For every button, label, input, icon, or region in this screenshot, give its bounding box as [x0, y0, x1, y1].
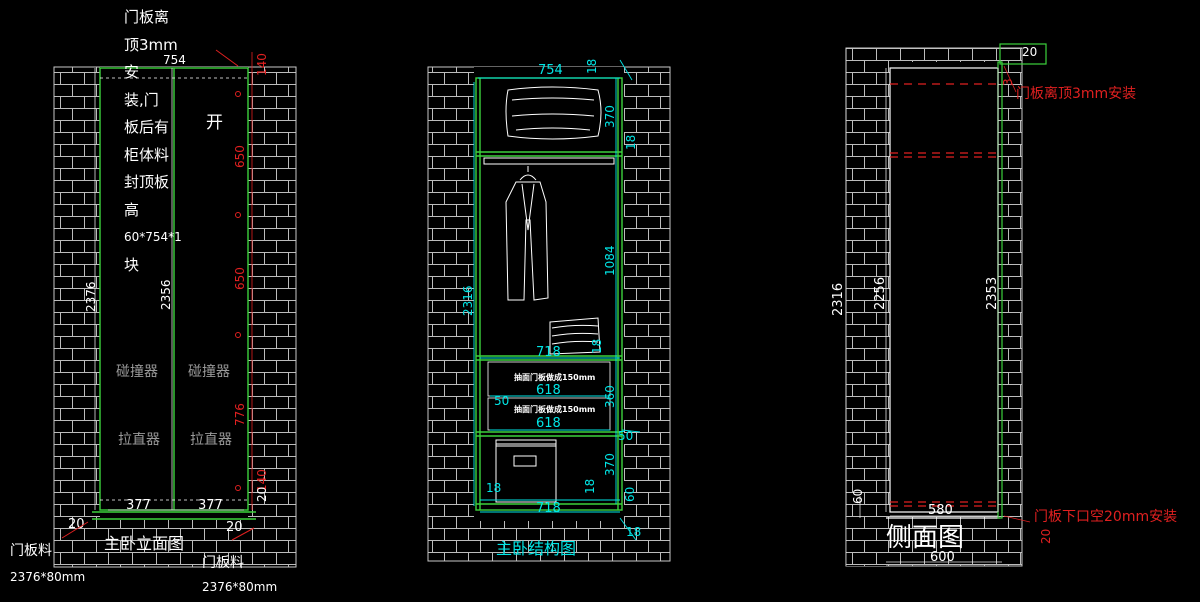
- front-dim-left-door: 377: [126, 498, 151, 513]
- side-dim-lines: [845, 48, 1031, 566]
- structure-dim-shelf-width: 718: [536, 345, 561, 360]
- front-dim-gap-left: 20: [68, 517, 85, 532]
- structure-drawer-note-2: 抽面门板做成150mm: [514, 404, 595, 414]
- front-dim-red-3: 650: [233, 267, 247, 290]
- side-dim-depth: 600: [930, 550, 955, 565]
- side-dim-inner-depth: 580: [928, 503, 953, 518]
- hanging-rod: [483, 157, 615, 165]
- structure-dim-hanging: 1084: [603, 245, 617, 276]
- side-red-shelves: [890, 83, 998, 507]
- structure-dim-total-height: 2316: [461, 285, 475, 316]
- front-door-material-left-2: 2376*80mm: [10, 570, 85, 584]
- structure-dim-bottom-width: 718: [536, 501, 561, 516]
- structure-dim-drawers-height: 360: [603, 385, 617, 408]
- front-dim-lines: [94, 52, 253, 511]
- front-view: 754 2376 2356 140 650 650 776 140 开 碰撞器 …: [10, 49, 297, 594]
- front-dim-gap-right: 20: [226, 520, 243, 535]
- front-door-material-left-1: 门板料: [10, 543, 52, 559]
- structure-dim-shelf-1: 18: [624, 135, 638, 150]
- front-hardware-bump-right: 碰撞器: [188, 364, 230, 380]
- side-wall: [845, 47, 1023, 567]
- structure-dim-shelf-2: 18: [590, 339, 604, 354]
- front-hardware-straight-left: 拉直器: [118, 431, 160, 448]
- front-open-label: 开: [206, 113, 223, 133]
- front-door-material-right-1: 门板料: [202, 555, 244, 571]
- storage-box-icon: [495, 439, 557, 503]
- structure-drawer-side-gap: 50: [494, 394, 509, 408]
- front-top-note-line-2: 顶3mm安: [124, 35, 178, 82]
- structure-drawer-note-1: 抽面门板做成150mm: [514, 372, 595, 382]
- front-hardware-bump-left: 碰撞器: [116, 364, 158, 380]
- side-dim-door-height: 2353: [985, 277, 1000, 310]
- front-dim-bottom-right: 20: [255, 487, 269, 502]
- hanging-coat-icon: [505, 166, 549, 301]
- structure-drawer-width-1: 618: [536, 383, 561, 398]
- front-top-note-line-1: 门板离: [124, 8, 170, 26]
- side-dim-bottom-gap: 20: [1039, 529, 1053, 544]
- front-dim-red-2: 650: [233, 145, 247, 168]
- front-dim-top-width: 754: [163, 53, 186, 67]
- structure-dim-upper-compartment: 370: [603, 105, 617, 128]
- side-note-top: 门板离顶3mm安装: [1016, 85, 1136, 102]
- front-dim-right-door: 377: [198, 498, 223, 513]
- side-view: 20 3 门板离顶3mm安装 2316 2256 2353 60 580 侧面图…: [831, 43, 1177, 567]
- folded-clothes-icon: [549, 317, 601, 355]
- structure-dim-top-width: 754: [538, 63, 563, 78]
- side-dim-small: 3: [1001, 78, 1015, 86]
- front-dim-door-height: 2356: [159, 279, 173, 310]
- structure-dim-base: 60: [623, 487, 637, 502]
- structure-dim-right-gap: 50: [618, 429, 633, 443]
- structure-dim-lines: [473, 59, 641, 541]
- structure-dim-bottom-panel: 18: [626, 525, 641, 539]
- front-top-note-line-6: 封顶板: [124, 173, 170, 191]
- storage-bag-icon: [505, 86, 602, 140]
- side-dim-inner-height: 2256: [873, 277, 888, 310]
- structure-dim-top-thick: 18: [585, 59, 599, 74]
- front-dim-red-4: 776: [233, 403, 247, 426]
- structure-title: 主卧结构图: [496, 539, 576, 558]
- front-top-note-line-3: 装,门: [124, 90, 159, 109]
- front-dim-red-5: 140: [255, 469, 269, 492]
- front-dim-total-height: 2376: [84, 281, 98, 312]
- hinge-markers: [235, 91, 241, 491]
- side-dim-base: 60: [851, 489, 865, 504]
- front-dim-red-1: 140: [255, 53, 269, 76]
- front-door-material-right-2: 2376*80mm: [202, 580, 277, 594]
- side-dim-total-height: 2316: [831, 283, 846, 316]
- front-top-note-line-9: 块: [124, 255, 140, 274]
- structure-dim-bottom-left-thick: 18: [486, 481, 501, 495]
- side-dim-top-gap: 20: [1022, 45, 1037, 59]
- structure-dim-bottom-compartment: 370: [603, 453, 617, 476]
- front-top-note-line-7: 高: [124, 200, 140, 219]
- front-top-note-line-4: 板后有: [124, 118, 170, 136]
- front-leader-arrows: [61, 49, 255, 541]
- structure-view: 754 18 370 18 1084 2316 718 18 抽面门板做成150…: [427, 59, 671, 562]
- front-top-note: 门板离 顶3mm安 装,门 板后有 柜体料 封顶板 高 60*754*1 块: [124, 4, 184, 279]
- side-title: 侧面图: [886, 523, 964, 553]
- side-note-bottom: 门板下口空20mm安装: [1034, 509, 1177, 525]
- structure-drawer-width-2: 618: [536, 416, 561, 431]
- front-top-note-line-8: 60*754*1: [124, 230, 182, 244]
- structure-dim-bottom-right-thick: 18: [583, 479, 597, 494]
- front-hardware-straight-right: 拉直器: [190, 431, 232, 448]
- front-title: 主卧立面图: [104, 534, 184, 553]
- front-top-note-line-5: 柜体料: [124, 145, 170, 164]
